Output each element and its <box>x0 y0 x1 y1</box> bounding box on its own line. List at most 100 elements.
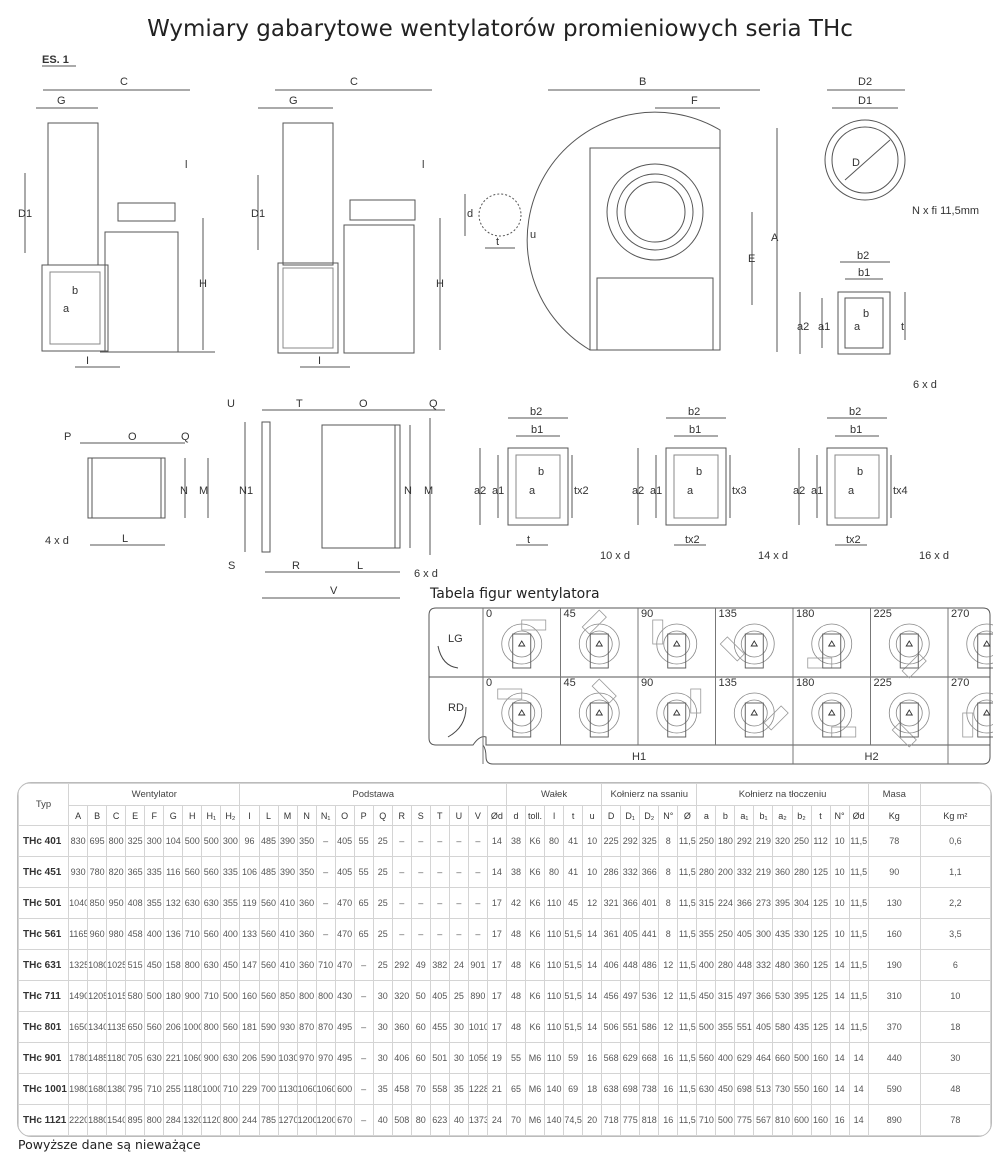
outlet-icon <box>763 705 789 731</box>
value-cell: 65 <box>353 887 374 919</box>
dim-label-a: a <box>854 321 861 333</box>
column-header: S <box>410 805 431 826</box>
outlet-icon <box>591 678 617 704</box>
value-cell: 38 <box>505 856 527 888</box>
value-cell: 96 <box>239 825 260 857</box>
outlet-icon <box>581 609 607 635</box>
value-cell: 382 <box>429 949 450 981</box>
outlet-icon <box>719 636 745 662</box>
technical-drawings: ES. 1 C G D1 H b a I l C G D1 H I l <box>18 54 979 599</box>
value-cell: 650 <box>125 1011 146 1043</box>
value-cell: 870 <box>315 1011 336 1043</box>
column-header: E <box>125 805 146 826</box>
value-cell: – <box>429 887 450 919</box>
dim-label-side: tx4 <box>893 485 908 497</box>
value-cell: 435 <box>791 1011 812 1043</box>
value-cell: 980 <box>106 918 127 950</box>
value-cell: 350 <box>296 825 317 857</box>
value-cell: 405 <box>734 918 755 950</box>
figure-angle: 225 <box>874 608 892 620</box>
value-cell: 110 <box>544 949 565 981</box>
value-cell: 11,5 <box>677 1042 698 1074</box>
value-cell: 110 <box>544 1042 565 1074</box>
fan-figure: 180 <box>796 608 853 669</box>
column-header: U <box>448 805 469 826</box>
dim-label-i: I <box>318 355 321 367</box>
value-cell: 221 <box>163 1042 184 1074</box>
value-cell: – <box>467 887 488 919</box>
rotation-label: RD <box>448 702 464 714</box>
value-cell: – <box>315 856 336 888</box>
value-cell: 361 <box>601 918 622 950</box>
value-cell: 1650 <box>68 1011 89 1043</box>
value-cell: 560 <box>201 918 222 950</box>
column-header: H₁ <box>201 805 222 826</box>
value-cell: 315 <box>715 980 736 1012</box>
value-cell: 470 <box>334 949 355 981</box>
column-group-header: Masa <box>867 783 921 806</box>
outlet-icon <box>521 619 547 631</box>
value-cell: 10 <box>582 825 603 857</box>
value-cell: 355 <box>715 1011 736 1043</box>
figure-angle: 90 <box>641 608 653 620</box>
value-cell: 850 <box>277 980 298 1012</box>
base-side-drawing: P O Q N M L 4 x d <box>45 431 209 547</box>
value-cell: 718 <box>601 1104 622 1136</box>
rotation-label: LG <box>448 633 463 645</box>
value-cell: 19 <box>486 1042 507 1074</box>
value-cell: 206 <box>239 1042 260 1074</box>
value-cell: 14 <box>829 1073 850 1105</box>
value-cell: 219 <box>753 825 774 857</box>
value-cell: – <box>315 887 336 919</box>
value-cell: 10 <box>829 825 850 857</box>
dim-label-d1: D1 <box>251 208 265 220</box>
dim-label-q: Q <box>429 398 438 410</box>
value-cell: 200 <box>715 856 736 888</box>
value-cell: – <box>448 825 469 857</box>
value-cell: 55 <box>353 856 374 888</box>
value-cell: 1200 <box>296 1104 317 1136</box>
value-cell: 410 <box>277 949 298 981</box>
value-cell: 17 <box>486 980 507 1012</box>
value-cell: – <box>467 825 488 857</box>
value-cell: 810 <box>772 1104 793 1136</box>
value-cell: 18 <box>919 1011 991 1043</box>
value-cell: 45 <box>563 887 584 919</box>
value-cell: 206 <box>163 1011 184 1043</box>
value-cell: 10 <box>582 856 603 888</box>
value-cell: 69 <box>563 1073 584 1105</box>
value-cell: – <box>391 825 412 857</box>
value-cell: 629 <box>734 1042 755 1074</box>
value-cell: 40 <box>372 1104 393 1136</box>
value-cell: 51,5 <box>563 949 584 981</box>
value-cell: 14 <box>582 1011 603 1043</box>
value-cell: 30 <box>372 980 393 1012</box>
value-cell: 132 <box>163 887 184 919</box>
value-cell: 560 <box>258 949 279 981</box>
dim-label-d1: D1 <box>858 95 872 107</box>
dim-label-a: a <box>848 485 855 497</box>
value-cell: 280 <box>715 949 736 981</box>
inlet-flange-drawing: D2 D1 D N x fi 11,5mm <box>824 76 979 217</box>
value-cell: 800 <box>106 825 127 857</box>
dim-label-d2: D2 <box>858 76 872 88</box>
value-cell: 158 <box>163 949 184 981</box>
fan-figure: 225 <box>874 677 930 748</box>
value-cell: – <box>467 918 488 950</box>
value-cell: 448 <box>620 949 641 981</box>
outlet-icon <box>652 619 664 645</box>
fan-figure: 0 <box>486 677 543 738</box>
dim-label-bottom: t <box>527 534 530 546</box>
value-cell: – <box>448 856 469 888</box>
value-cell: 38 <box>505 825 527 857</box>
type-cell: THc 901 <box>18 1042 70 1074</box>
value-cell: 48 <box>919 1073 991 1105</box>
value-cell: – <box>391 887 412 919</box>
value-cell: 800 <box>315 980 336 1012</box>
disclaimer-note: Powyższe dane są nieważące <box>18 1137 201 1152</box>
dim-label-e: E <box>748 253 755 265</box>
value-cell: 450 <box>696 980 717 1012</box>
value-cell: 25 <box>372 918 393 950</box>
dim-label-a1: a1 <box>811 485 823 497</box>
